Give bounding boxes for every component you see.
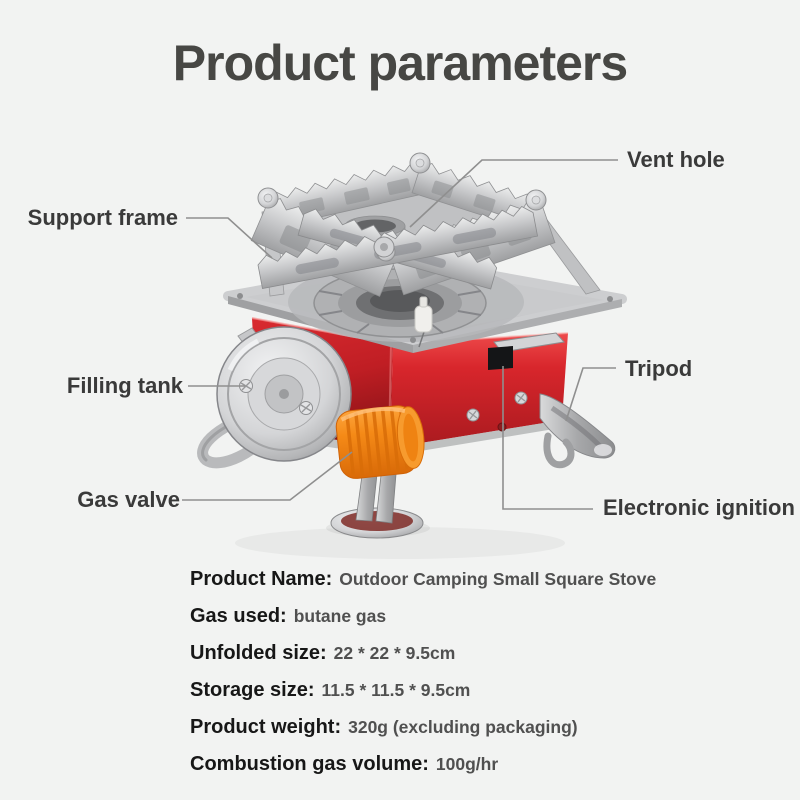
callout-label-vent-hole: Vent hole: [627, 147, 725, 172]
spec-value: Outdoor Camping Small Square Stove: [339, 569, 657, 589]
spec-row-product-weight: Product weight: 320g (excluding packagin…: [190, 709, 656, 746]
tripod-leg-right: [539, 393, 616, 469]
spec-row-storage-size: Storage size: 11.5 * 11.5 * 9.5cm: [190, 672, 656, 709]
spec-value: 11.5 * 11.5 * 9.5cm: [321, 680, 471, 700]
frame-corner-tabs: [257, 152, 547, 262]
spec-value: butane gas: [293, 606, 387, 626]
spec-row-product-name: Product Name: Outdoor Camping Small Squa…: [190, 561, 656, 598]
support-frame-part: [250, 152, 601, 297]
callout-label-tripod: Tripod: [625, 356, 693, 381]
spec-label: Gas used:: [190, 605, 287, 627]
callout-label-support-frame: Support frame: [27, 205, 178, 230]
callout-label-gas-valve: Gas valve: [77, 487, 180, 512]
spec-value: 100g/hr: [435, 754, 499, 774]
callout-lines: [182, 159, 618, 510]
spec-label: Product Name:: [190, 568, 333, 590]
spec-label: Unfolded size:: [190, 642, 327, 664]
spec-row-gas-used: Gas used: butane gas: [190, 598, 656, 635]
spec-label: Storage size:: [190, 679, 315, 701]
filling-tank-disk: [216, 326, 352, 462]
gas-valve-knob: [335, 405, 425, 479]
spec-row-combustion-volume: Combustion gas volume: 100g/hr: [190, 746, 656, 783]
spec-list: Product Name: Outdoor Camping Small Squa…: [190, 561, 656, 783]
igniter-tip: [414, 296, 433, 348]
spec-label: Product weight:: [190, 716, 342, 738]
spec-row-unfolded-size: Unfolded size: 22 * 22 * 9.5cm: [190, 635, 656, 672]
support-frame-line: [186, 217, 273, 259]
body-screws: [466, 391, 528, 432]
vent-hole-line: [409, 159, 618, 228]
gas-valve-line: [182, 451, 353, 501]
tripod-line: [565, 367, 616, 422]
spec-value: 22 * 22 * 9.5cm: [333, 643, 456, 663]
callout-label-electronic-ignition: Electronic ignition: [603, 495, 795, 520]
electronic-ignition-box: [488, 332, 565, 370]
electronic-ignition-line: [502, 366, 593, 510]
spec-label: Combustion gas volume:: [190, 753, 429, 775]
callout-label-filling-tank: Filling tank: [66, 373, 183, 398]
spec-value: 320g (excluding packaging): [348, 717, 578, 737]
page-title: Product parameters: [172, 35, 628, 91]
